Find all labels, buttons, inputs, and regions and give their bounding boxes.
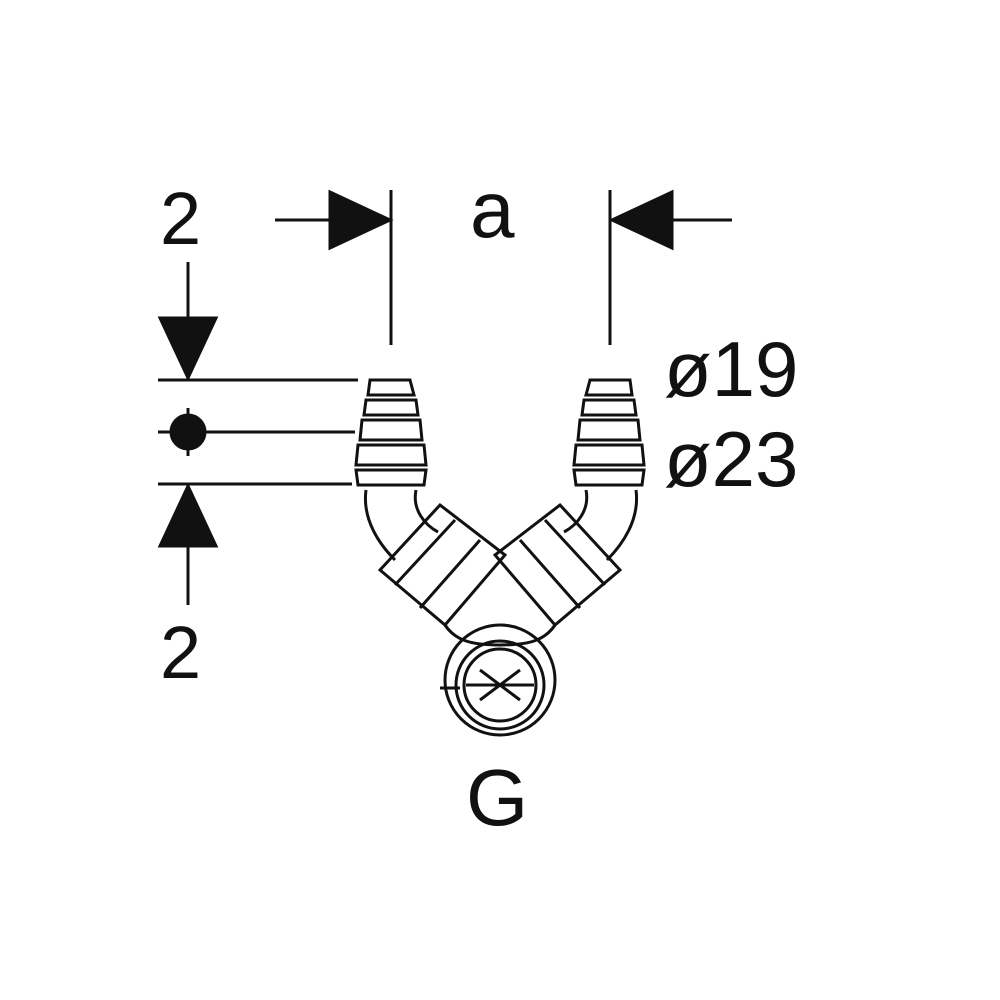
right-hose-nozzle [563, 378, 646, 562]
bottom-left-dimension-label: 2 [160, 611, 202, 694]
dimension-a [275, 189, 732, 345]
y-body [377, 502, 623, 737]
spacing-label: a [470, 165, 515, 254]
thread-label: G [466, 753, 529, 842]
dimension-left [157, 262, 358, 605]
diameter-small-label: ø19 [664, 325, 799, 413]
top-left-dimension-label: 2 [160, 177, 202, 260]
diameter-large-label: ø23 [664, 415, 799, 503]
left-hose-nozzle [354, 378, 439, 562]
